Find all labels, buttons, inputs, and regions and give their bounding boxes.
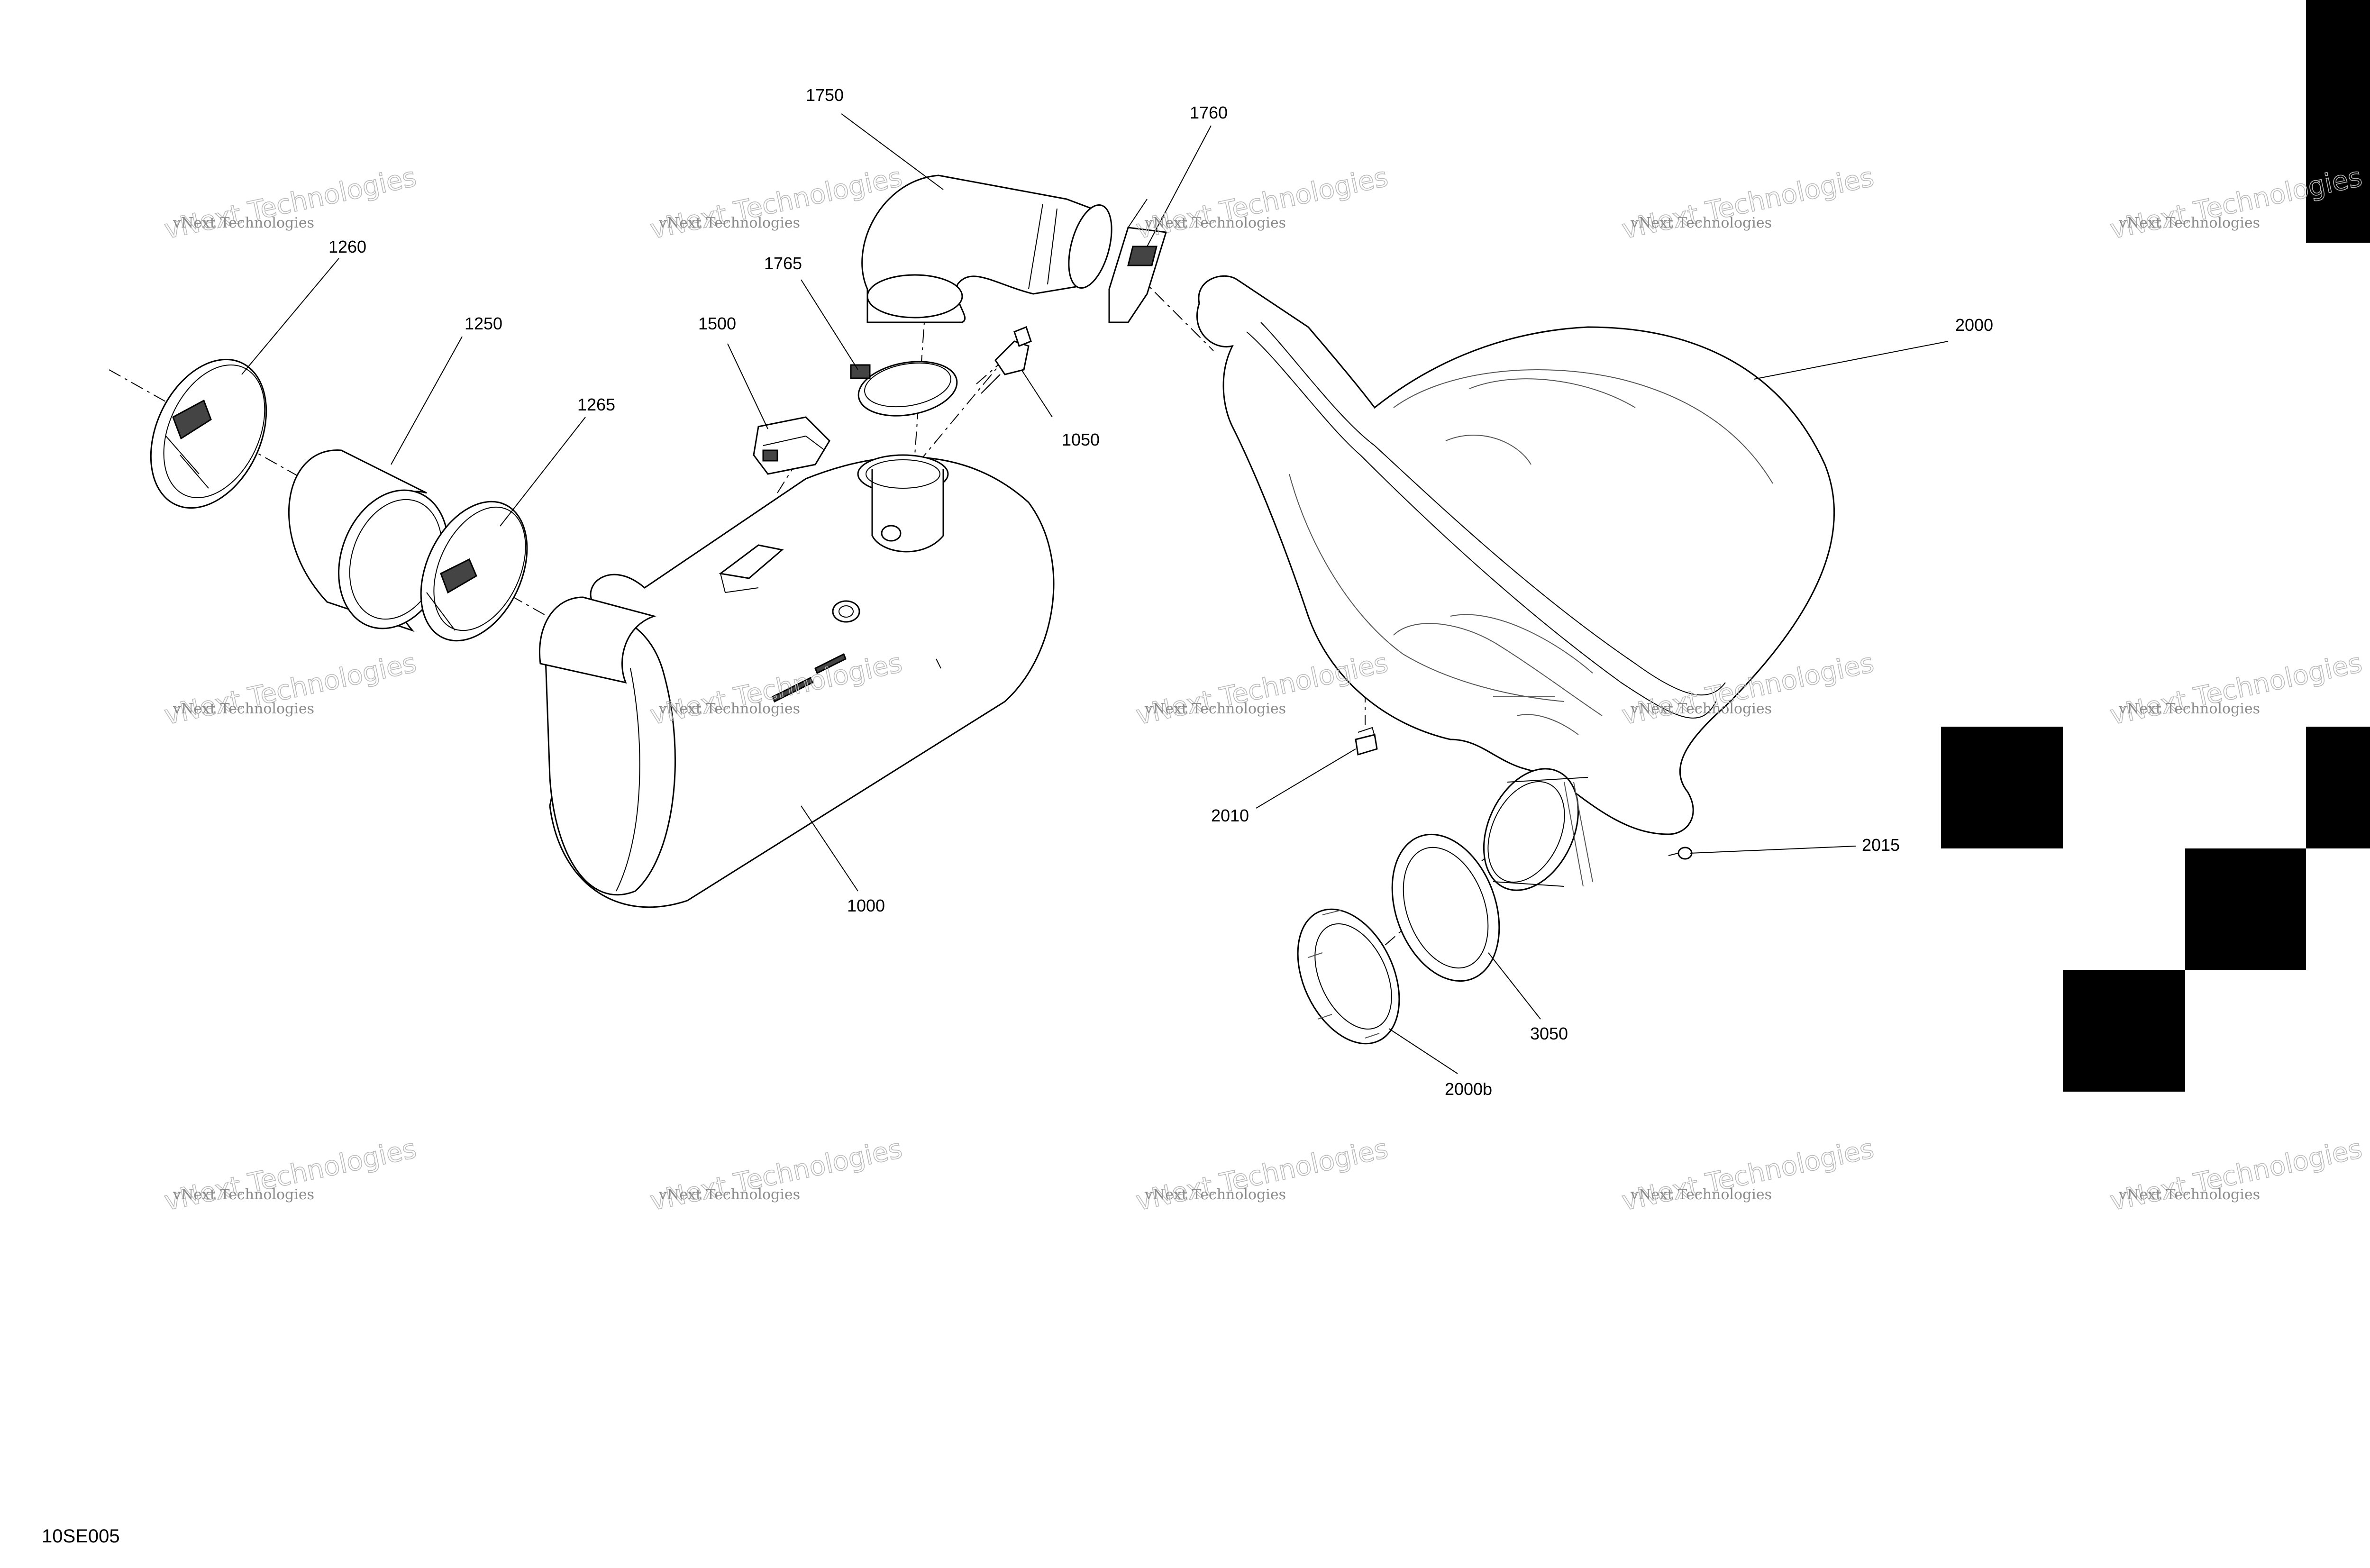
label-3050: 3050 <box>1530 1024 1568 1043</box>
svg-text:vNext Technologies: vNext Technologies <box>1619 1133 1877 1217</box>
clamp-1765 <box>850 361 958 417</box>
watermark: vNext Technologies vNext Technologies <box>161 647 419 731</box>
svg-text:vNext Technologies: vNext Technologies <box>1144 701 1286 717</box>
svg-text:vNext Technologies: vNext Technologies <box>2118 701 2260 717</box>
label-2010: 2010 <box>1211 806 1249 825</box>
watermark: vNext Technologies vNext Technologies <box>1619 1133 1877 1217</box>
registration-block <box>2306 727 2370 848</box>
elbow-pipe-1750 <box>861 174 1112 323</box>
label-1265: 1265 <box>577 395 615 414</box>
svg-text:vNext Technologies: vNext Technologies <box>1133 162 1391 245</box>
svg-text:vNext Technologies: vNext Technologies <box>1630 1186 1772 1203</box>
svg-text:vNext Technologies: vNext Technologies <box>1133 1133 1391 1217</box>
svg-text:vNext Technologies: vNext Technologies <box>1144 215 1286 231</box>
connector-1500 <box>753 416 830 475</box>
svg-text:vNext Technologies: vNext Technologies <box>162 162 419 245</box>
svg-text:vNext Technologies: vNext Technologies <box>162 647 419 731</box>
label-2015: 2015 <box>1862 835 1900 855</box>
registration-block <box>1941 727 2063 848</box>
svg-text:vNext Technologies: vNext Technologies <box>173 701 314 717</box>
clamp-1265 <box>420 501 528 642</box>
label-1765: 1765 <box>764 254 802 273</box>
leader-lines <box>241 113 1949 1074</box>
label-1760: 1760 <box>1190 103 1228 122</box>
clamp-1260 <box>150 358 267 509</box>
svg-text:vNext Technologies: vNext Technologies <box>1619 162 1877 245</box>
svg-text:vNext Technologies: vNext Technologies <box>1630 215 1772 231</box>
svg-text:vNext Technologies: vNext Technologies <box>658 1186 800 1203</box>
svg-text:vNext Technologies: vNext Technologies <box>658 215 800 231</box>
plug-2010 <box>1355 727 1378 756</box>
watermark: vNext Technologies vNext Technologies <box>161 1133 419 1217</box>
label-1750: 1750 <box>806 85 844 105</box>
part-labels: 1260 1250 1265 1500 1765 1750 1760 1050 … <box>328 85 1993 1099</box>
watermark: vNext Technologies vNext Technologies <box>1619 161 1877 246</box>
svg-text:vNext Technologies: vNext Technologies <box>2107 647 2365 731</box>
svg-text:vNext Technologies: vNext Technologies <box>647 1133 905 1217</box>
document-code: 10SE005 <box>42 1526 120 1547</box>
housing-outlet <box>1483 768 1593 891</box>
svg-text:vNext Technologies: vNext Technologies <box>173 1186 314 1203</box>
muffler-1000 <box>539 454 1055 908</box>
registration-block <box>2185 848 2306 970</box>
watermark: vNext Technologies vNext Technologies <box>161 161 419 246</box>
svg-text:vNext Technologies: vNext Technologies <box>658 701 800 717</box>
label-2000b: 2000b <box>1445 1079 1492 1099</box>
label-2000: 2000 <box>1955 315 1993 335</box>
svg-text:vNext Technologies: vNext Technologies <box>1133 647 1391 731</box>
label-1050: 1050 <box>1062 430 1100 449</box>
svg-text:vNext Technologies: vNext Technologies <box>2107 1133 2365 1217</box>
sensor-1050 <box>981 326 1032 394</box>
watermark: vNext Technologies vNext Technologies <box>647 1133 905 1217</box>
label-1250: 1250 <box>465 314 502 333</box>
svg-text:vNext Technologies: vNext Technologies <box>173 215 314 231</box>
svg-text:vNext Technologies: vNext Technologies <box>1144 1186 1286 1203</box>
label-1500: 1500 <box>698 314 736 333</box>
watermark: vNext Technologies vNext Technologies <box>1133 1133 1391 1217</box>
label-1260: 1260 <box>328 237 366 256</box>
svg-text:vNext Technologies: vNext Technologies <box>647 162 905 245</box>
nut-2000b <box>1297 908 1400 1045</box>
exhaust-housing-2000 <box>1196 275 1835 835</box>
watermark: vNext Technologies vNext Technologies <box>1133 647 1391 731</box>
registration-block <box>2063 970 2185 1092</box>
label-1000: 1000 <box>847 896 885 915</box>
clamp-1760 <box>1108 199 1167 323</box>
svg-text:vNext Technologies: vNext Technologies <box>162 1133 419 1217</box>
svg-text:vNext Technologies: vNext Technologies <box>1630 701 1772 717</box>
screw-2015 <box>1668 847 1693 860</box>
svg-text:vNext Technologies: vNext Technologies <box>2118 1186 2260 1203</box>
watermark: vNext Technologies vNext Technologies <box>2107 1133 2365 1217</box>
gasket-3050 <box>1391 833 1500 982</box>
registration-marks <box>1941 0 2370 1092</box>
svg-text:vNext Technologies: vNext Technologies <box>2118 215 2260 231</box>
registration-block <box>2306 0 2370 243</box>
watermark: vNext Technologies vNext Technologies <box>1133 161 1391 246</box>
